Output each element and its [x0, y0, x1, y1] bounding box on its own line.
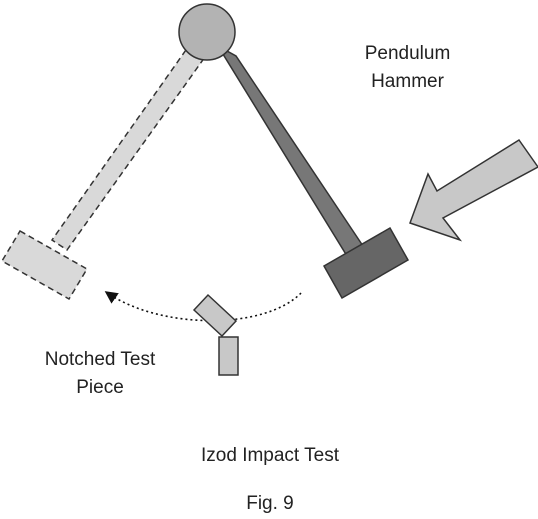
specimen-broken-tip — [192, 293, 238, 338]
hammer-head — [322, 226, 410, 300]
figure-number: Fig. 9 — [246, 493, 294, 514]
pendulum-hammer-label: Pendulum Hammer — [330, 40, 485, 96]
pendulum-hammer-label-line2: Hammer — [371, 71, 444, 92]
diagram-title: Izod Impact Test — [201, 445, 339, 466]
impact-direction-arrow-icon — [409, 138, 538, 242]
hammer-head-start-position — [0, 229, 89, 301]
swing-path-arrow — [104, 291, 302, 322]
notched-test-piece — [218, 336, 239, 376]
notched-test-piece-label-line2: Piece — [76, 377, 124, 398]
pendulum-hammer-label-line1: Pendulum — [364, 43, 451, 64]
pendulum-arm-start-position — [50, 39, 212, 252]
pivot-icon — [178, 3, 236, 61]
notched-test-piece-label: Notched Test Piece — [20, 346, 180, 402]
notched-test-piece-label-line1: Notched Test — [44, 349, 156, 370]
